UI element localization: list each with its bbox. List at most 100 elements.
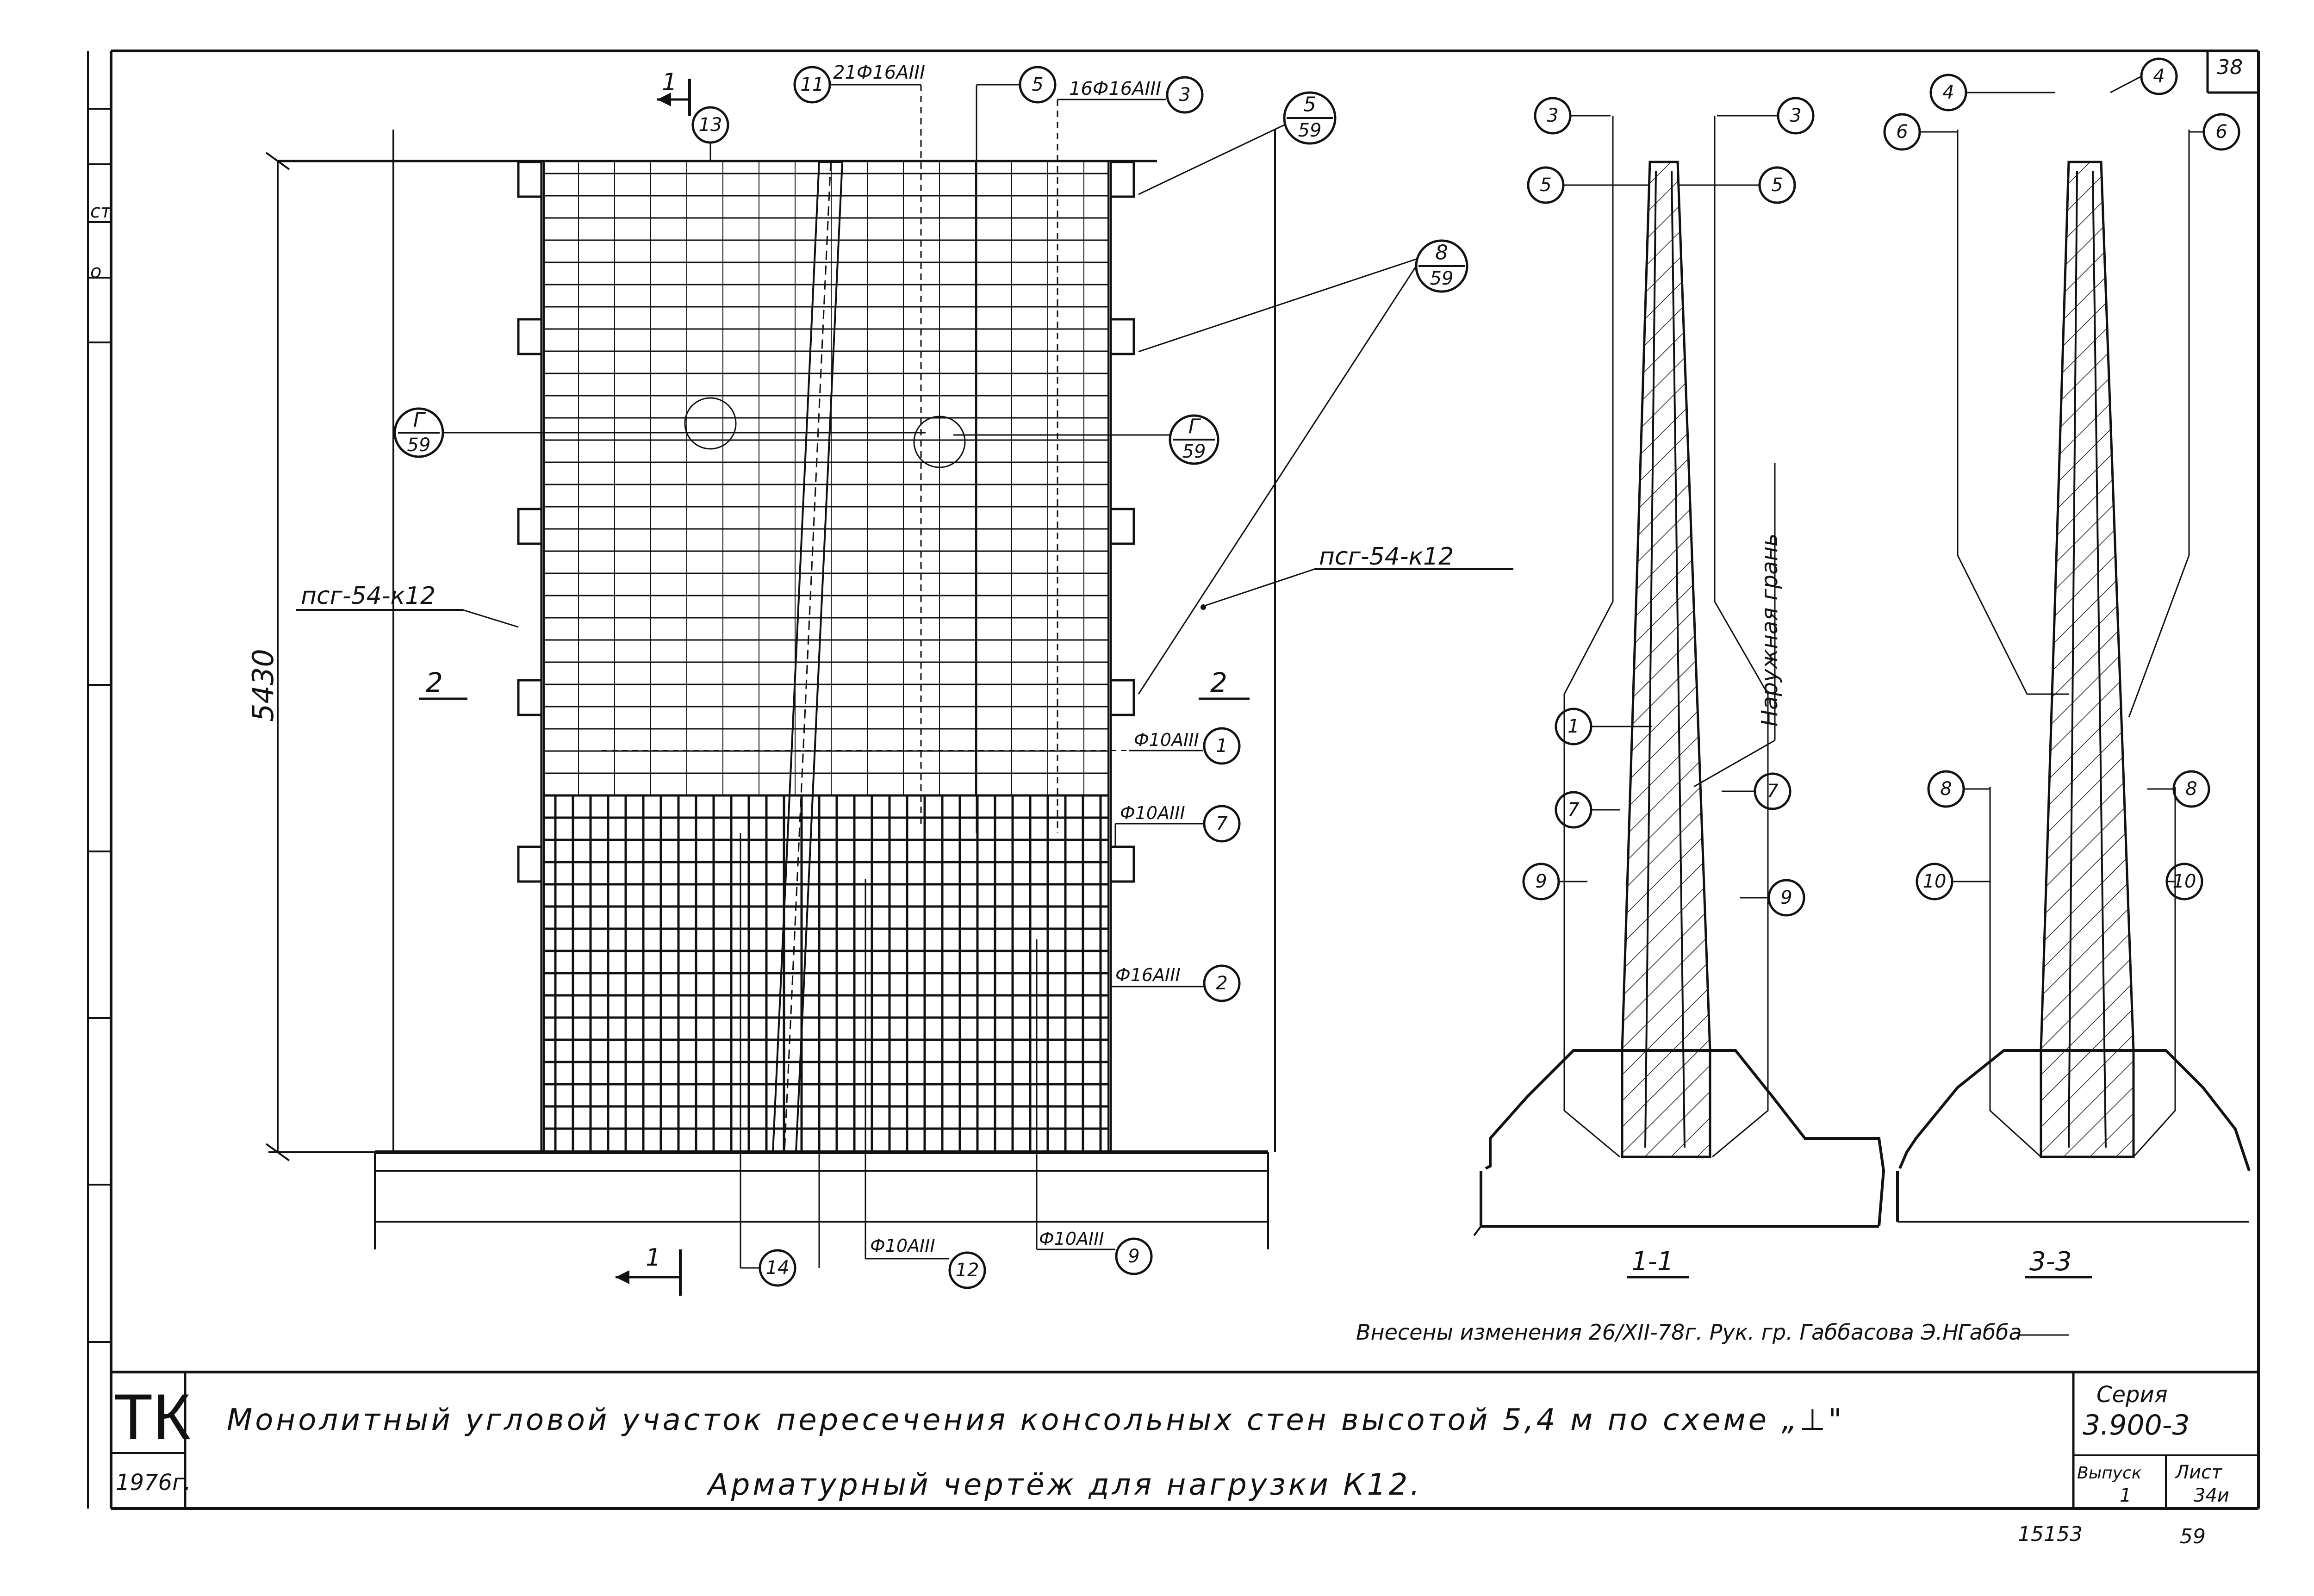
wall-key-left [517, 508, 541, 545]
zone-left-label: 2 [426, 667, 443, 698]
section-mark-bottom: 1 [616, 1244, 682, 1296]
wall-elevation [278, 130, 1276, 1249]
node-left-den: 59 [407, 435, 431, 456]
margin-mark-2: о [90, 261, 101, 282]
callout-bar-1: Ф10АIII 1 [602, 727, 1241, 765]
bar-3-num: 3 [1179, 84, 1190, 106]
bar-1-spec: Ф10АIII [1134, 730, 1199, 750]
bar-9-spec: Ф10АIII [1039, 1229, 1104, 1249]
callout-bar-5: 5 [976, 66, 1057, 833]
bar-12-spec: Ф10АIII [870, 1236, 935, 1256]
bar-7-spec: Ф10АIII [1120, 803, 1185, 823]
title-block: ТК 1976г. Монолитный угловой участок пер… [111, 1371, 2258, 1509]
issue-value: 1 [2120, 1485, 2131, 1506]
revision-signature: Габба [1958, 1320, 2022, 1345]
bar-11-spec: 21Ф16АIII [833, 62, 925, 83]
s11-left-7: 7 [1568, 799, 1580, 820]
section-3-3-label: 3-3 [2029, 1247, 2071, 1277]
sheet-value: 34и [2194, 1485, 2229, 1506]
wall-key-right [1111, 845, 1135, 883]
wall-key-right [1111, 161, 1135, 198]
bar-3-spec: 16Ф16АIII [1069, 78, 1161, 99]
title-line-1: Монолитный угловой участок пересечения к… [227, 1403, 1845, 1437]
series-value: 3.900-3 [2083, 1409, 2190, 1441]
s11-left-5: 5 [1540, 174, 1551, 196]
node-callout-right: Г 59 [913, 414, 1219, 468]
sheet-number: 38 [2217, 56, 2243, 79]
panel-label-right: псг-54-к12 [1201, 543, 1513, 610]
zone-right-label: 2 [1210, 667, 1227, 698]
bar-2-spec: Ф16АIII [1115, 965, 1181, 985]
bar-7-num: 7 [1216, 813, 1228, 834]
s11-right-5: 5 [1771, 174, 1783, 196]
wall-key-left [517, 679, 541, 716]
callout-8-59-num: 8 [1435, 241, 1448, 265]
callout-bar-13: 13 [691, 106, 729, 162]
section-3-3-callouts: 4 6 8 10 4 6 8 10 [1883, 57, 2240, 900]
bar-12-num: 12 [956, 1260, 979, 1281]
bar-1-num: 1 [1216, 735, 1227, 757]
node-left-num: Г [413, 409, 426, 432]
s11-left-9: 9 [1535, 871, 1547, 892]
wall-key-right [1111, 679, 1135, 716]
bar-13-num: 13 [699, 114, 722, 136]
bar-11-num: 11 [801, 74, 824, 95]
s11-right-7: 7 [1767, 781, 1779, 802]
s11-right-9: 9 [1780, 887, 1792, 908]
sheet-frame: ст о 38 [87, 50, 2260, 1510]
callout-bar-12: Ф10АIII 12 [865, 879, 986, 1289]
reinforcement-mesh [543, 162, 1109, 1152]
callout-8-59: 8 59 [1138, 239, 1468, 695]
margin-mark-1: ст [90, 201, 112, 222]
s33-right-6: 6 [2215, 121, 2227, 143]
callout-bar-9: Ф10АIII 9 [1036, 939, 1153, 1275]
bar-14-num: 14 [766, 1257, 790, 1279]
node-right-den: 59 [1182, 441, 1206, 462]
panel-label-left: псг-54-к12 [296, 582, 519, 628]
section-mark-top: 1 [657, 68, 691, 116]
height-dimension: 5430 [246, 152, 393, 1161]
callout-bar-14: 14 [740, 833, 820, 1287]
section-mark-top-label: 1 [662, 68, 677, 96]
section-1-1-label: 1-1 [1631, 1247, 1673, 1277]
wall-key-right [1111, 318, 1135, 355]
year: 1976г. [116, 1470, 191, 1496]
s11-left-3: 3 [1547, 105, 1558, 126]
revision-note: Внесены изменения 26/XII-78г. Рук. гр. Г… [1356, 1320, 1965, 1345]
wall-key-left [517, 161, 541, 198]
section-1-1: Наружная грань 1-1 [1473, 116, 1885, 1279]
callout-5-59-num: 5 [1303, 93, 1316, 117]
bar-9-num: 9 [1128, 1246, 1139, 1267]
s11-right-3: 3 [1790, 105, 1801, 126]
dimension-5430: 5430 [246, 649, 280, 722]
s33-right-4: 4 [2153, 66, 2165, 87]
s33-left-8: 8 [1940, 778, 1952, 800]
s33-right-8: 8 [2185, 778, 2197, 800]
node-right-num: Г [1188, 415, 1201, 439]
bar-5-num: 5 [1032, 74, 1043, 95]
org-mark: ТК [113, 1380, 191, 1453]
callout-5-59-den: 59 [1298, 120, 1322, 141]
issue-label: Выпуск [2077, 1464, 2142, 1483]
callout-5-59: 5 59 [1138, 91, 1337, 195]
s33-right-10: 10 [2173, 871, 2196, 892]
wall-key-left [517, 845, 541, 883]
wall-key-right [1111, 508, 1135, 545]
title-line-2: Арматурный чертёж для нагрузки К12. [706, 1468, 1423, 1502]
wall-keys [517, 161, 1135, 883]
series-label: Серия [2096, 1382, 2168, 1408]
callout-8-59-den: 59 [1430, 268, 1454, 289]
callout-bar-2: Ф16АIII 2 [1111, 964, 1241, 1002]
callout-bar-7: Ф10АIII 7 [1114, 803, 1241, 847]
section-1-1-callouts: 3 5 1 7 9 3 5 7 9 [1522, 97, 1815, 917]
central-bar-bundle [771, 161, 844, 1153]
footer-page: 59 [2180, 1525, 2206, 1548]
node-callout-left: Г 59 [393, 397, 926, 458]
s33-left-10: 10 [1923, 871, 1947, 892]
panel-left-text: псг-54-к12 [301, 582, 435, 610]
s11-left-1: 1 [1568, 716, 1579, 737]
section-3-3: 3-3 [1896, 130, 2251, 1279]
wall-key-left [517, 318, 541, 355]
bar-2-num: 2 [1216, 973, 1227, 994]
face-label: Наружная грань [1757, 534, 1783, 727]
